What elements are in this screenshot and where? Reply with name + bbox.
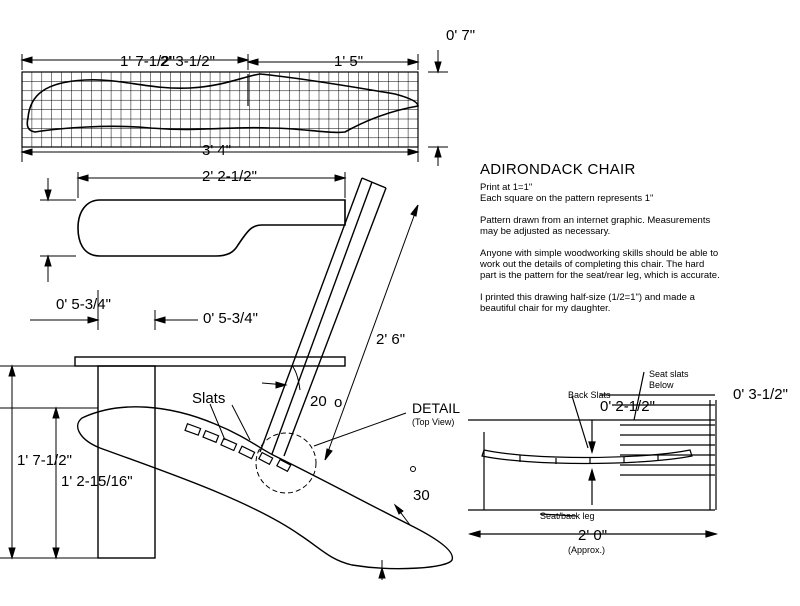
detail-label: DETAIL — [412, 400, 460, 416]
detail-view — [467, 371, 719, 538]
arm-outline — [77, 199, 346, 257]
front-leg — [97, 365, 156, 559]
notes-print-scale: Print at 1=1" — [480, 182, 533, 193]
back-angle-label: 20 — [310, 393, 327, 410]
seat-leg-label: Seat/back leg — [540, 511, 595, 521]
arm-dim-back-width: 0' 5-3/4" — [203, 310, 258, 327]
detail-dim-inner: 0' 2-1/2" — [600, 398, 655, 415]
seat-slats — [184, 423, 292, 473]
side-dimension-lines — [0, 204, 419, 580]
detail-width-note: (Approx.) — [568, 545, 606, 555]
back-length-dim: 2' 6" — [376, 331, 406, 348]
seat-leg-pattern-outline — [26, 73, 419, 134]
seat-slats-label-1: Seat slats — [649, 369, 689, 379]
seat-rear-leg — [77, 406, 453, 570]
slats-label: Slats — [192, 390, 226, 407]
detail-dim-width: 2' 0" — [578, 527, 608, 544]
arm-dimension-lines — [30, 172, 347, 330]
notes-square-legend: Each square on the pattern represents 1" — [480, 193, 654, 204]
pattern-dim-height: 0' 7" — [446, 27, 476, 44]
notes-para-2: Pattern drawn from an internet graphic. … — [480, 215, 711, 237]
notes-para-3: Anyone with simple woodworking skills sh… — [480, 248, 720, 281]
pattern-border — [21, 71, 419, 148]
front-height-dim: 1' 2-15/16" — [61, 473, 133, 490]
notes-para-4: I printed this drawing half-size (1/2=1"… — [480, 292, 695, 314]
notes-block: Print at 1=1" Each square on the pattern… — [480, 182, 720, 325]
pattern-dimension-lines — [20, 50, 448, 166]
detail-circle — [255, 432, 317, 494]
arm-dim-front-width: 0' 5-3/4" — [56, 296, 111, 313]
arm-dim-length: 2' 2-1/2" — [202, 168, 257, 185]
pattern-dim-left: 1' 7-1/2" — [120, 53, 175, 70]
degree-mark: o — [334, 394, 343, 411]
pattern-dim-total: 3' 4" — [202, 142, 232, 159]
back-slats-label: Back Slats — [568, 390, 611, 400]
pattern-dim-overlap: 2' 3-1/2" — [160, 53, 215, 70]
side-view — [74, 177, 453, 570]
pattern-dim-right: 1' 5" — [334, 53, 364, 70]
detail-sub-label: (Top View) — [412, 417, 455, 427]
seat-angle-label: 30 — [413, 487, 430, 504]
seat-slats-label-2: Below — [649, 380, 674, 390]
arm-rest — [74, 356, 346, 367]
seat-height-dim: 1' 7-1/2" — [17, 452, 72, 469]
drawing-title: ADIRONDACK CHAIR — [480, 161, 636, 178]
detail-dim-outer: 0' 3-1/2" — [733, 386, 788, 403]
